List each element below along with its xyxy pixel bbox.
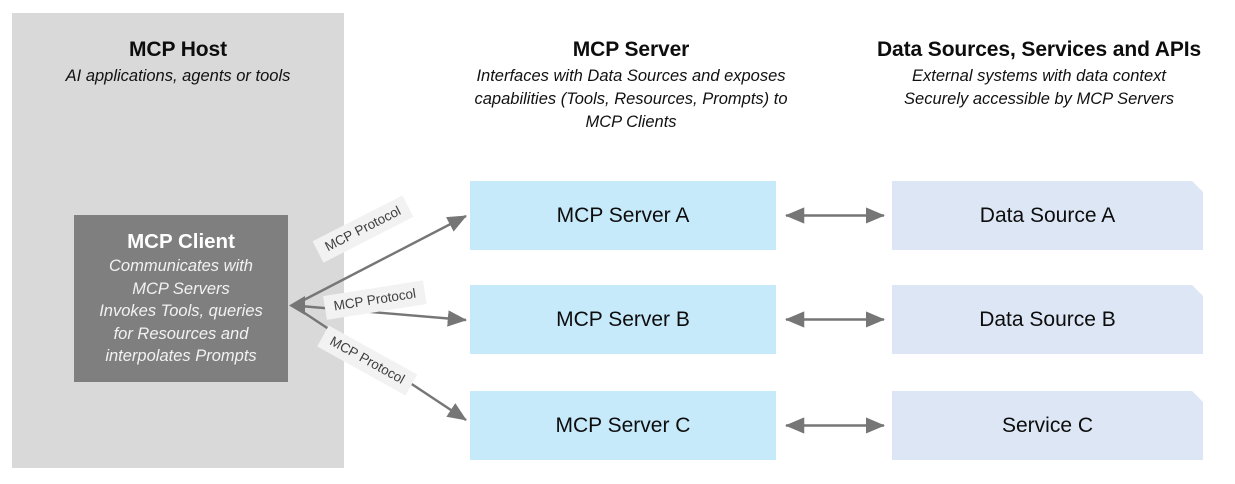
data-sources-subtitle-line2: Securely accessible by MCP Servers	[904, 90, 1174, 108]
mcp-server-heading: MCP Server Interfaces with Data Sources …	[455, 36, 807, 134]
data-sources-title: Data Sources, Services and APIs	[876, 38, 1202, 61]
mcp-client-title: MCP Client	[127, 230, 235, 254]
mcp-server-title: MCP Server	[572, 38, 690, 61]
mcp-client-desc-line2: MCP Servers	[132, 279, 230, 298]
mcp-server-a-label: MCP Server A	[556, 203, 690, 227]
mcp-server-b-box[interactable]: MCP Server B	[470, 285, 776, 354]
mcp-server-b-label: MCP Server B	[556, 307, 690, 331]
data-sources-heading: Data Sources, Services and APIs External…	[852, 36, 1226, 111]
mcp-server-c-label: MCP Server C	[555, 413, 691, 437]
service-c-label: Service C	[1001, 413, 1094, 437]
data-source-b-label: Data Source B	[979, 307, 1116, 331]
mcp-client-desc-line4: for Resources and	[113, 324, 249, 343]
data-sources-subtitle-line1: External systems with data context	[911, 67, 1167, 85]
mcp-host-subtitle: AI applications, agents or tools	[65, 67, 291, 85]
mcp-host-title: MCP Host	[129, 38, 227, 61]
mcp-client-desc-line1: Communicates with	[109, 257, 253, 276]
mcp-server-subtitle: Interfaces with Data Sources and exposes…	[474, 67, 788, 131]
mcp-server-a-box[interactable]: MCP Server A	[470, 181, 776, 250]
mcp-client-desc-line3: Invokes Tools, queries	[99, 302, 263, 321]
data-source-b-box[interactable]: Data Source B	[892, 285, 1203, 354]
mcp-client-desc-line5: interpolates Prompts	[105, 347, 257, 366]
service-c-box[interactable]: Service C	[892, 391, 1203, 460]
mcp-host-heading: MCP Host AI applications, agents or tool…	[12, 36, 344, 88]
mcp-client-box[interactable]: MCP Client Communicates with MCP Servers…	[74, 215, 288, 382]
data-source-a-label: Data Source A	[979, 203, 1116, 227]
data-source-a-box[interactable]: Data Source A	[892, 181, 1203, 250]
mcp-server-c-box[interactable]: MCP Server C	[470, 391, 776, 460]
